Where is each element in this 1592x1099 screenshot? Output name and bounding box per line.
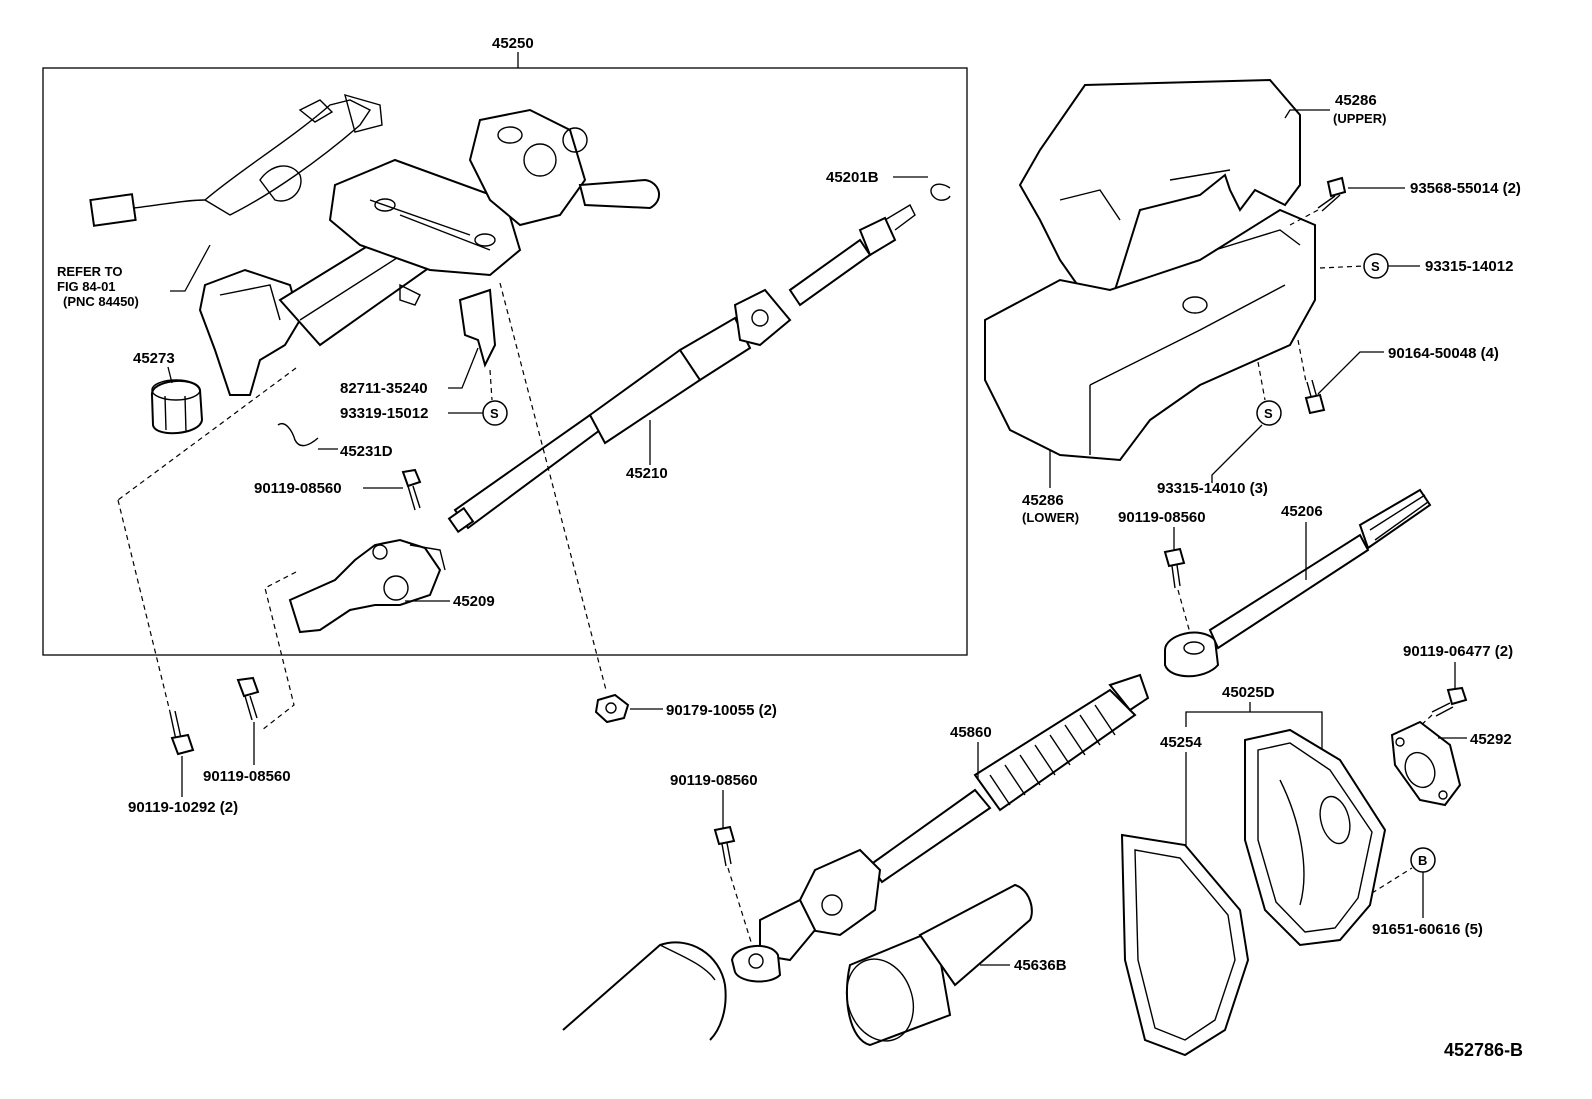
label-90119-08560-c: 90119-08560 xyxy=(1118,509,1206,526)
label-45636B: 45636B xyxy=(1014,957,1067,974)
label-93315-14010: 93315-14010 (3) xyxy=(1157,480,1268,497)
bolt-icon xyxy=(1304,379,1326,415)
svg-text:S: S xyxy=(1371,259,1380,274)
column-cover-upper xyxy=(1018,78,1301,312)
bolt-icon xyxy=(1163,547,1186,589)
universal-joint-icon xyxy=(288,538,446,634)
label-90119-08560-a: 90119-08560 xyxy=(254,480,342,497)
label-45860: 45860 xyxy=(950,724,992,741)
svg-text:S: S xyxy=(1264,406,1273,421)
steering-shaft-45860 xyxy=(730,673,1150,983)
gasket-45254 xyxy=(1120,833,1250,1057)
label-45250: 45250 xyxy=(492,35,534,52)
s-symbol-93315-14012: S xyxy=(1363,253,1389,279)
label-45273: 45273 xyxy=(133,350,175,367)
nut-icon xyxy=(594,693,630,724)
column-housing xyxy=(89,93,660,396)
bracket-82711 xyxy=(458,288,497,368)
label-90179-10055: 90179-10055 (2) xyxy=(666,702,777,719)
refer-text-line1: REFER TO xyxy=(57,264,123,279)
label-90119-08560-b: 90119-08560 xyxy=(203,768,291,785)
label-90119-10292: 90119-10292 (2) xyxy=(128,799,238,816)
bolt-icon xyxy=(713,825,736,867)
refer-text-line3: (PNC 84450) xyxy=(63,294,139,309)
label-45209: 45209 xyxy=(453,593,495,610)
label-45210: 45210 xyxy=(626,465,668,482)
bolt-icon xyxy=(1317,176,1347,212)
clip-45231D xyxy=(277,423,319,447)
s-symbol-93319: S xyxy=(482,400,508,426)
label-45286-lower: 45286 xyxy=(1022,492,1064,509)
intermediate-shaft-45210 xyxy=(447,204,916,534)
bolt-icon xyxy=(169,710,195,756)
label-45286-upper-sub: (UPPER) xyxy=(1333,111,1386,126)
bolt-icon xyxy=(401,468,422,511)
boot-45636B xyxy=(845,883,1033,1047)
label-45025D: 45025D xyxy=(1222,684,1275,701)
label-90119-08560-d: 90119-08560 xyxy=(670,772,758,789)
label-93319-15012: 93319-15012 xyxy=(340,405,428,422)
s-symbol-93315-14010: S xyxy=(1256,400,1282,426)
svg-text:B: B xyxy=(1418,853,1427,868)
label-45292: 45292 xyxy=(1470,731,1512,748)
label-45201B: 45201B xyxy=(826,169,879,186)
column-tube-bottom xyxy=(562,941,727,1041)
label-93315-14012: 93315-14012 xyxy=(1425,258,1513,275)
bolt-icon xyxy=(1431,686,1468,717)
label-90119-06477: 90119-06477 (2) xyxy=(1403,643,1513,660)
column-cover-lower xyxy=(984,208,1316,462)
assembly-box-45250 xyxy=(42,67,968,656)
label-90164-50048: 90164-50048 (4) xyxy=(1388,345,1499,362)
bolt-icon xyxy=(236,676,260,721)
steering-shaft-45206 xyxy=(1164,488,1432,678)
figure-id: 452786-B xyxy=(1444,1040,1523,1060)
b-symbol-91651: B xyxy=(1410,847,1436,873)
snap-ring-icon xyxy=(930,183,951,201)
bushing-45273 xyxy=(151,379,204,435)
seal-plate-45292 xyxy=(1390,720,1462,807)
label-45286-upper: 45286 xyxy=(1335,92,1377,109)
svg-text:S: S xyxy=(490,406,499,421)
label-45231D: 45231D xyxy=(340,443,393,460)
label-93568-55014: 93568-55014 (2) xyxy=(1410,180,1521,197)
refer-text-line2: FIG 84-01 xyxy=(57,279,116,294)
label-91651-60616: 91651-60616 (5) xyxy=(1372,921,1483,938)
label-45254: 45254 xyxy=(1160,734,1202,751)
cover-plate-45025D xyxy=(1244,728,1387,947)
label-45206: 45206 xyxy=(1281,503,1323,520)
label-45286-lower-sub: (LOWER) xyxy=(1022,510,1079,525)
label-82711-35240: 82711-35240 xyxy=(340,380,428,397)
